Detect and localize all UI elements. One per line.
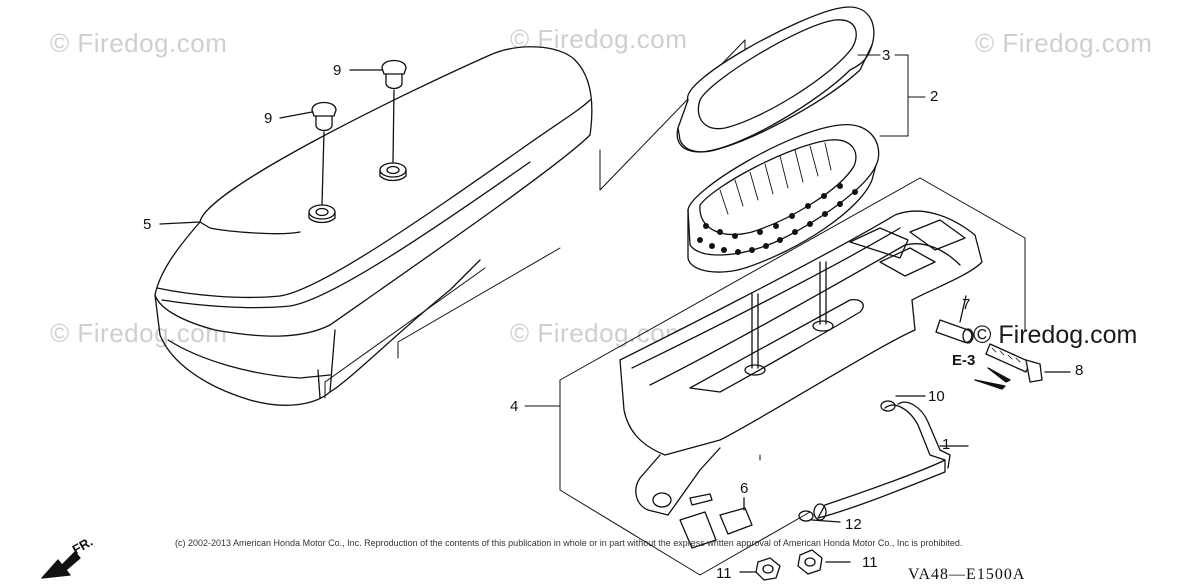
tube-clip [798,395,926,523]
callout-12: 12 [845,516,862,533]
paper-element [687,124,880,273]
watermark: © Firedog.com [975,28,1153,58]
reference-label: E-3 [952,352,976,369]
front-arrow [41,551,81,579]
callout-5: 5 [143,216,152,233]
air-cleaner-cover [154,46,593,406]
callout-10: 10 [928,388,945,405]
leader-bracket [524,177,1026,576]
diagram-code: VA48—E1500A [908,566,1026,583]
flange-bolt [985,343,1071,383]
callout-1: 1 [942,436,951,453]
callout-6: 6 [740,480,749,497]
callout-7: 7 [962,296,971,313]
breather-tube [813,401,969,521]
callout-11: 11 [716,565,732,582]
grommet [308,162,407,224]
leader-bracket [857,54,926,137]
wing-bolt [279,59,407,205]
callout-9: 9 [264,110,273,127]
callout-8: 8 [1075,362,1084,379]
foam-element [676,6,875,153]
callout-9: 9 [333,62,342,79]
copyright-notice: (c) 2002-2013 American Honda Motor Co., … [175,538,963,548]
collar [679,493,753,549]
nut [739,549,851,581]
callout-4: 4 [510,398,519,415]
callout-11: 11 [862,554,878,571]
callout-3: 3 [882,47,891,64]
spacer-pipe [935,295,974,344]
callout-2: 2 [930,88,939,105]
watermark: © Firedog.com [973,321,1138,349]
watermark: © Firedog.com [50,28,228,58]
air-cleaner-case [619,210,983,516]
reference-arrow [974,367,1011,390]
